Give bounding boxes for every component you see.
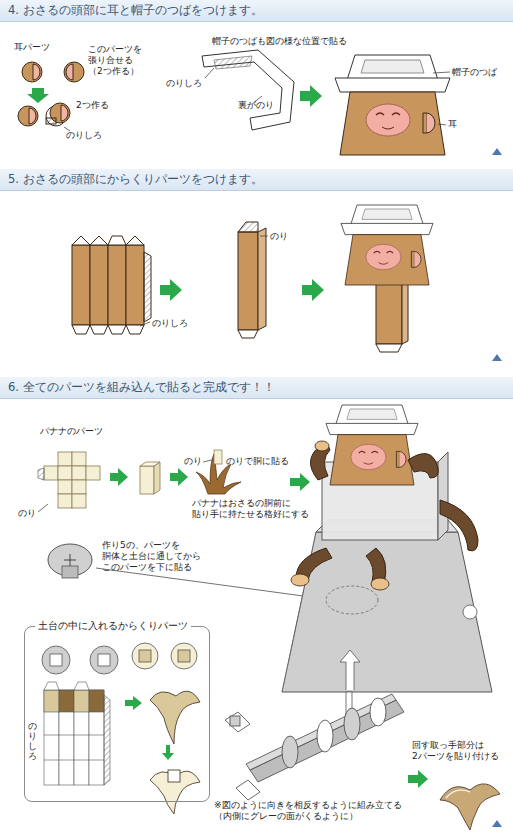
- note-label: このパーツを 張り合せる （2つ作る）: [88, 44, 148, 77]
- note-label: のり: [18, 508, 36, 519]
- note-label: のり: [184, 456, 202, 467]
- note-label: 帽子のつばも図の様な位置で貼る: [212, 36, 347, 47]
- note-label: 耳パーツ: [14, 42, 50, 53]
- section-header: 4. おさるの頭部に耳と帽子のつばをつけます。: [0, 0, 513, 22]
- note-label: 2つ作る: [76, 100, 109, 111]
- note-label: バナナはおさるの胴前に 貼り手に持たせる格好にする: [192, 498, 316, 520]
- note-label: のりしろ: [28, 722, 37, 762]
- note-label: のりしろ: [152, 318, 188, 329]
- note-label: 回す取っ手部分は 2パーツを貼り付ける: [412, 740, 508, 762]
- section-title: 4. おさるの頭部に耳と帽子のつばをつけます。: [0, 0, 513, 18]
- note-label: のりしろ: [66, 130, 102, 141]
- section-header: 6. 全てのパーツを組み込んで貼ると完成です！！: [0, 377, 513, 399]
- section-header: 5. おさるの頭部にからくりパーツをつけます。: [0, 169, 513, 191]
- note-label: 裏がのり: [238, 100, 274, 111]
- section-title: 5. おさるの頭部にからくりパーツをつけます。: [0, 169, 513, 187]
- note-label: バナナのパーツ: [40, 426, 103, 437]
- parts-box: 土台の中に入れるからくりパーツ: [24, 626, 210, 802]
- note-label: 耳: [448, 119, 457, 130]
- box-heading: 土台の中に入れるからくりパーツ: [35, 619, 191, 633]
- section-title: 6. 全てのパーツを組み込んで貼ると完成です！！: [0, 377, 513, 395]
- note-label: ※図のように向きを相反するように組み立てる （内側にグレーの面がくるように）: [214, 800, 410, 822]
- note-label: のりしろ: [166, 78, 202, 89]
- note-label: のり: [270, 231, 288, 242]
- note-label: 作り5の、パーツを 胴体と土台に通してから このパーツを下に貼る: [102, 540, 198, 573]
- note-label: のりで胴に貼る: [226, 456, 289, 467]
- note-label: 帽子のつば: [452, 67, 497, 78]
